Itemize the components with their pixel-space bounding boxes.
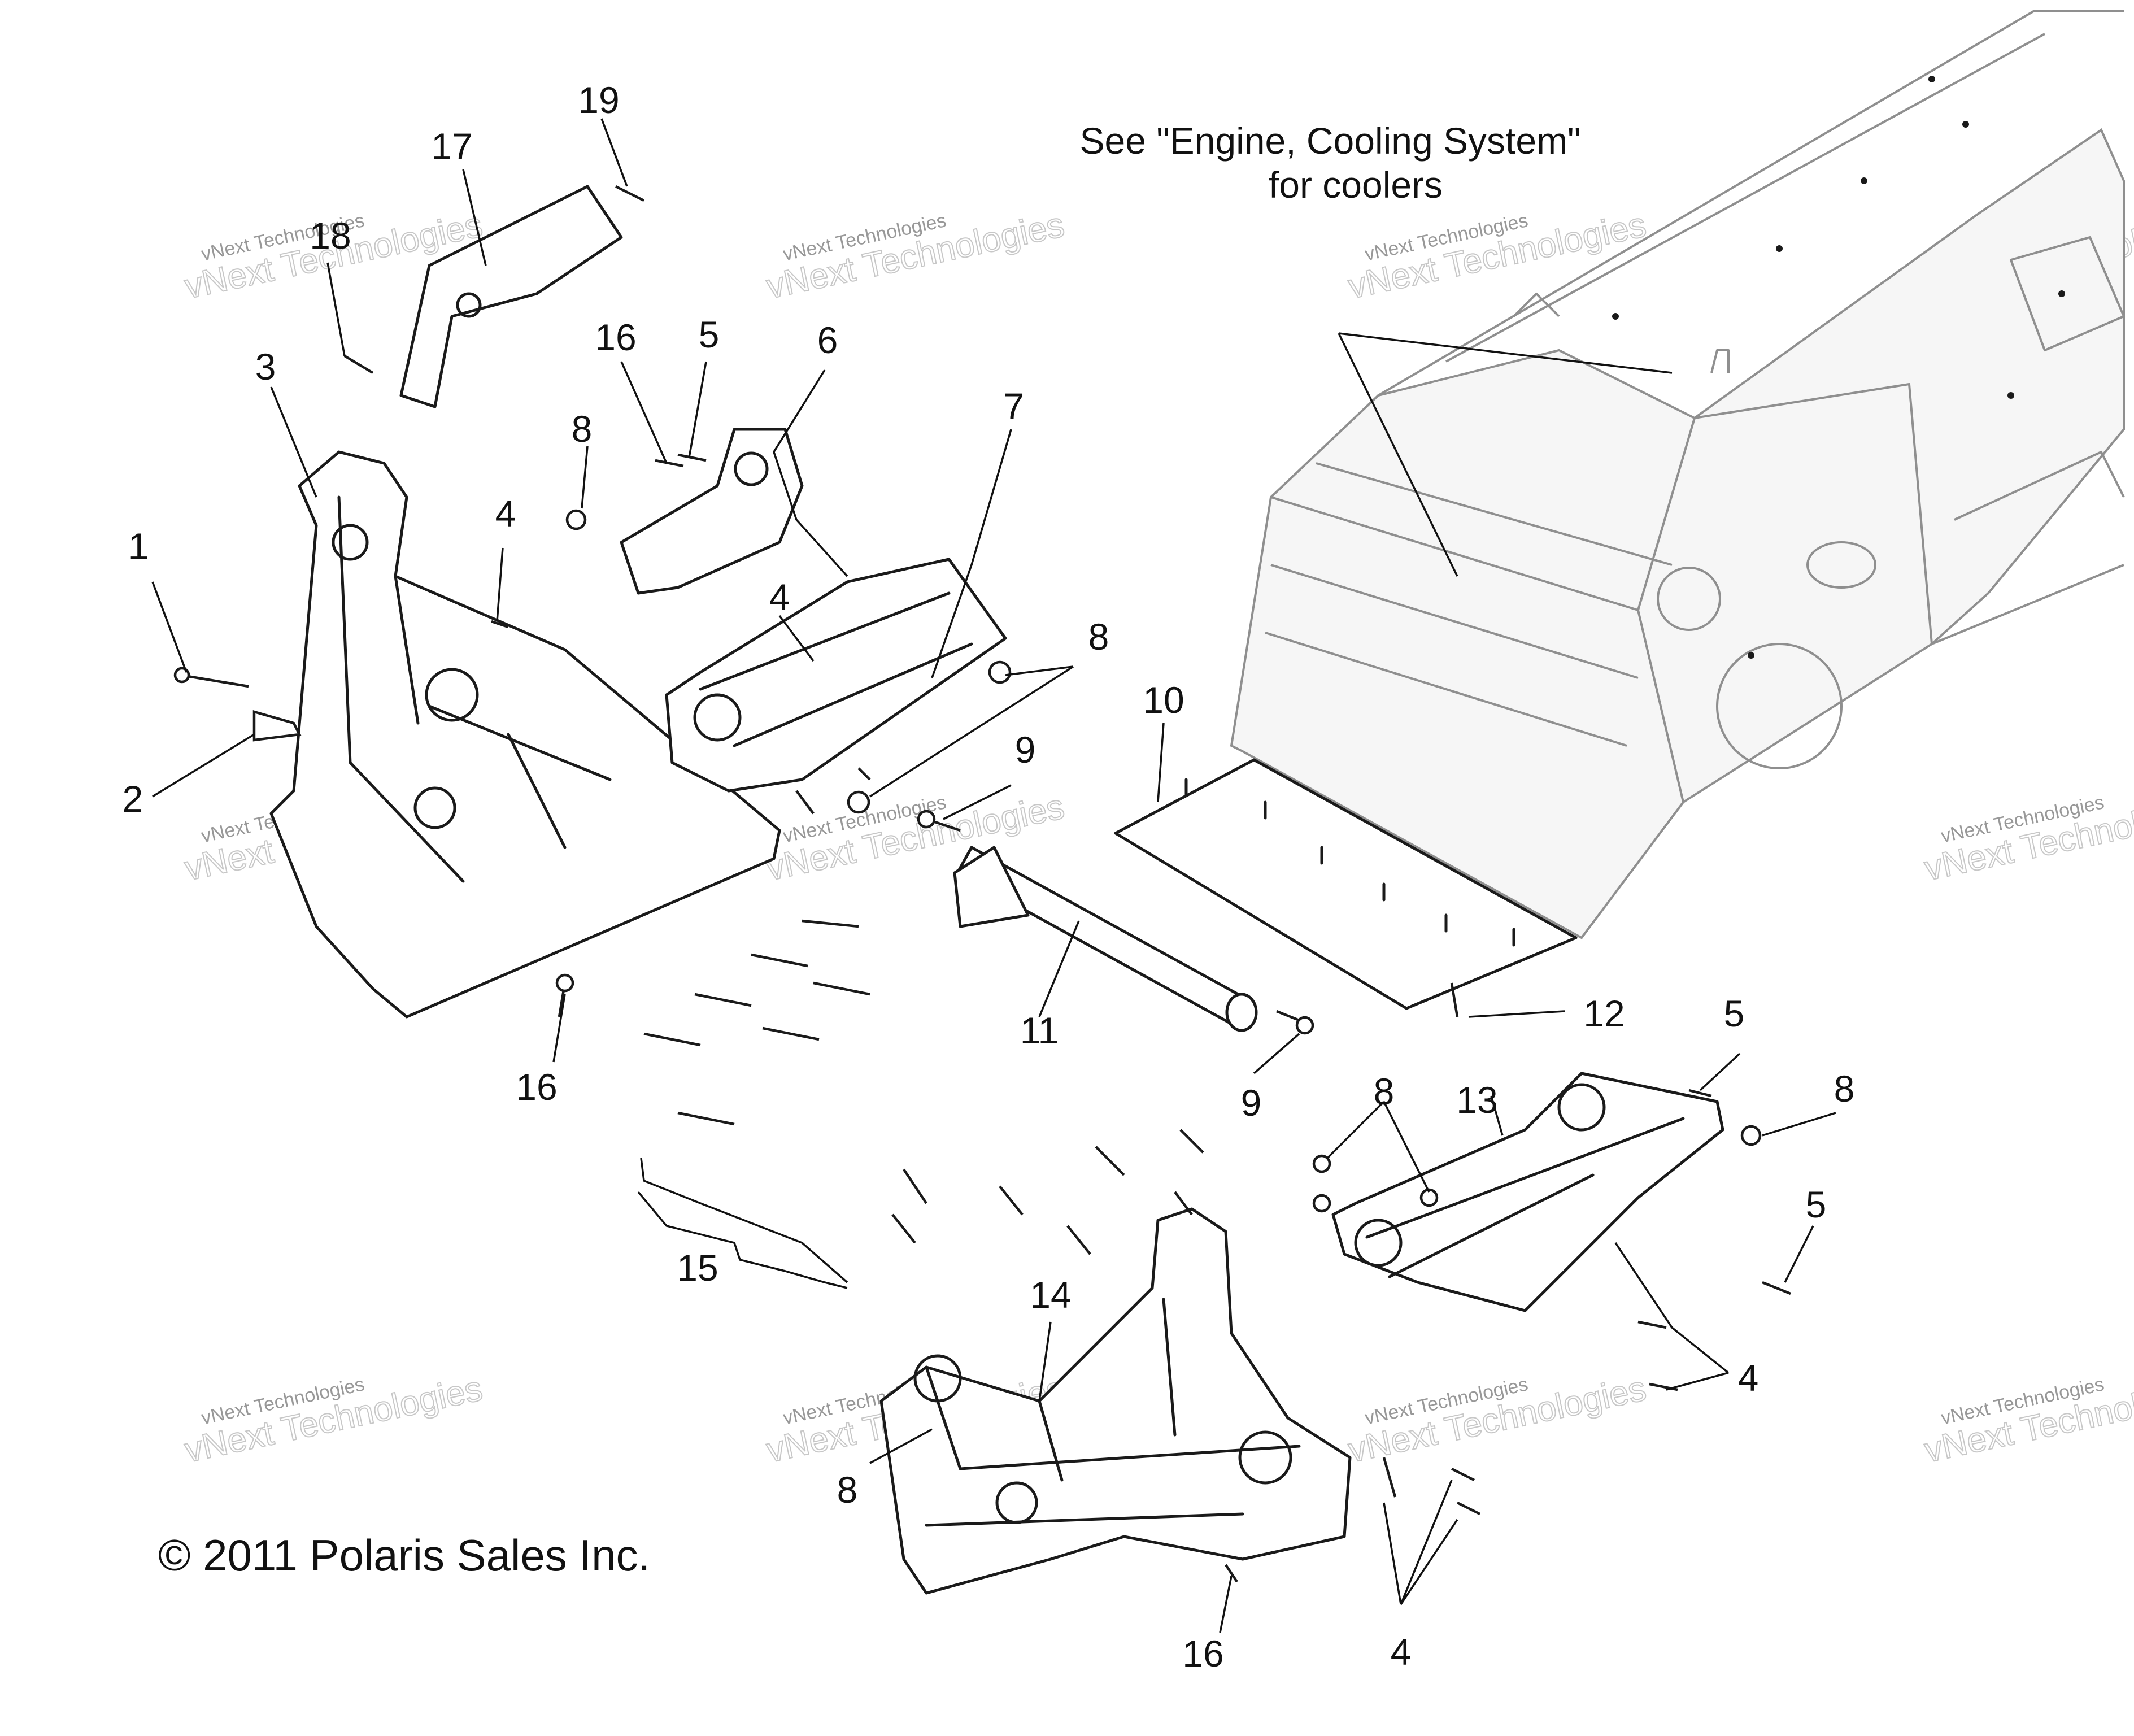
callout-15: 15	[677, 1247, 718, 1289]
note-line-2: for coolers	[1269, 164, 1443, 206]
callout-10: 10	[1143, 679, 1184, 721]
part-14-right-bulkhead	[879, 1207, 1352, 1595]
callout-1: 1	[128, 525, 149, 567]
callout-5: 5	[699, 314, 720, 355]
part-6-plate	[620, 428, 804, 595]
callout-8: 8	[1374, 1071, 1395, 1112]
callout-11: 11	[1020, 1010, 1059, 1051]
callout-16: 16	[595, 316, 636, 358]
callout-13: 13	[1456, 1079, 1497, 1121]
callout-16: 16	[1182, 1633, 1223, 1674]
callout-8: 8	[1088, 616, 1109, 658]
callout-16: 16	[516, 1066, 557, 1108]
part-15-bolt-set	[643, 919, 870, 1126]
part-17-bracket	[399, 185, 623, 408]
callout-4: 4	[1391, 1631, 1412, 1673]
callout-labels: 19 17 18 3 16 5 6 7 8 4 1 4 8 2 10 9 11 …	[123, 79, 1855, 1674]
callout-18: 18	[310, 215, 351, 256]
callout-3: 3	[255, 346, 276, 388]
hardware	[173, 185, 1791, 1583]
part-10-skid-plate	[1114, 758, 1578, 1010]
part-13-right-support	[1331, 1072, 1724, 1312]
callout-9: 9	[1015, 729, 1036, 771]
callout-8: 8	[1834, 1068, 1855, 1110]
callout-4: 4	[1738, 1357, 1759, 1399]
callout-9: 9	[1241, 1082, 1262, 1124]
note-line-1: See "Engine, Cooling System"	[1079, 120, 1580, 162]
leader-lines	[151, 118, 1836, 1633]
callout-14: 14	[1030, 1274, 1071, 1316]
callout-4: 4	[769, 576, 790, 618]
callout-8: 8	[572, 408, 593, 450]
callout-12: 12	[1583, 993, 1625, 1034]
reference-note: See "Engine, Cooling System" for coolers	[1079, 120, 1580, 206]
callout-2: 2	[123, 778, 143, 820]
chassis-tunnel	[1230, 10, 2125, 939]
part-11-cross-tube	[953, 846, 1258, 1032]
part-7-support	[665, 558, 1007, 793]
callout-19: 19	[578, 79, 619, 121]
callout-4: 4	[495, 493, 516, 534]
copyright-text: © 2011 Polaris Sales Inc.	[158, 1530, 650, 1580]
callout-7: 7	[1004, 385, 1025, 427]
callout-5: 5	[1724, 993, 1745, 1034]
callout-8: 8	[837, 1469, 858, 1511]
callout-5: 5	[1806, 1184, 1827, 1225]
callout-6: 6	[817, 319, 838, 361]
part-3-left-bulkhead	[269, 450, 781, 1019]
callout-17: 17	[431, 125, 472, 167]
